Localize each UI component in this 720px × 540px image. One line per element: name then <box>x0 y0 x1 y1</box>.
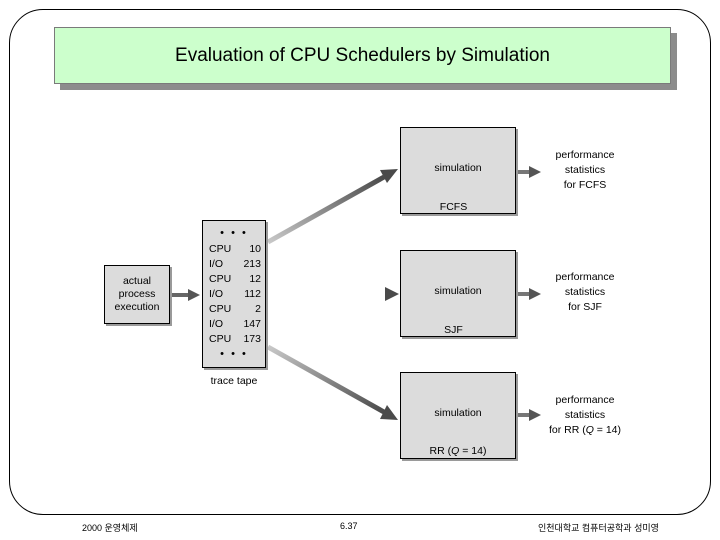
rr-suffix: = 14) <box>459 445 487 457</box>
actual-process-label: actual process execution <box>114 275 160 313</box>
tape-row: CPU 10 <box>209 243 261 255</box>
arrow-tape-to-sjf <box>268 287 399 301</box>
arrow-tape-to-fcfs <box>266 169 398 245</box>
footer-page-number: 6.37 <box>340 521 358 531</box>
tape-row-value: 12 <box>249 273 261 285</box>
arrow-rr-to-stats <box>516 409 541 421</box>
tape-row: CPU 2 <box>209 303 261 315</box>
tape-row-label: CPU <box>209 333 232 345</box>
slide-title: Evaluation of CPU Schedulers by Simulati… <box>175 44 550 66</box>
slide-frame <box>9 9 711 515</box>
tape-row-value: 10 <box>249 243 261 255</box>
arrow-actual-to-tape <box>172 289 200 301</box>
arrow-tape-to-rr <box>266 344 398 420</box>
tape-dots-top: • • • <box>220 227 248 239</box>
simulation-label: simulation <box>434 407 482 419</box>
algorithm-label-rr: RR (Q = 14) <box>409 445 507 457</box>
trace-tape-label: trace tape <box>210 375 258 387</box>
tape-row-label: CPU <box>209 243 232 255</box>
tape-row-label: CPU <box>209 303 232 315</box>
trace-tape-box: • • • CPU 10 I/O 213 CPU 12 I/O 112 CPU … <box>202 220 266 368</box>
rr-prefix: RR ( <box>429 445 452 457</box>
tape-row-value: 2 <box>255 303 261 315</box>
tape-row: I/O 112 <box>209 288 261 300</box>
simulation-box-rr: simulation RR (Q = 14) <box>400 372 516 459</box>
tape-row: CPU 173 <box>209 333 261 345</box>
performance-q: Q <box>585 424 594 436</box>
performance-stats-fcfs: performance statistics for FCFS <box>555 149 615 191</box>
performance-main: performance statistics <box>555 394 615 421</box>
performance-prefix: for RR ( <box>548 424 586 436</box>
simulation-label: simulation <box>434 162 482 174</box>
footer-right: 인천대학교 컴퓨터공학과 성미영 <box>538 523 659 533</box>
arrow-sjf-to-stats <box>516 288 541 300</box>
arrow-fcfs-to-stats <box>516 166 541 178</box>
tape-row-label: CPU <box>209 273 232 285</box>
tape-row-value: 112 <box>244 288 261 300</box>
performance-stats-rr: performance statistics for RR (Q = 14) <box>530 393 640 438</box>
simulation-box-fcfs: simulation FCFS <box>400 127 516 214</box>
rr-q: Q <box>451 445 460 457</box>
simulation-label: simulation <box>434 285 482 297</box>
performance-stats-sjf: performance statistics for SJF <box>555 271 615 313</box>
tape-row-value: 173 <box>243 333 261 345</box>
title-box: Evaluation of CPU Schedulers by Simulati… <box>54 27 671 84</box>
tape-row-value: 213 <box>243 258 261 270</box>
algorithm-label-fcfs: FCFS <box>439 201 468 213</box>
tape-row: I/O 213 <box>209 258 261 270</box>
tape-dots-bottom: • • • <box>220 348 248 360</box>
tape-row-label: I/O <box>209 318 224 330</box>
footer-left: 2000 운영체제 <box>82 523 138 533</box>
simulation-box-sjf: simulation SJF <box>400 250 516 337</box>
performance-suffix: = 14) <box>593 424 622 436</box>
algorithm-label-sjf: SJF <box>444 324 463 336</box>
tape-row-label: I/O <box>209 288 224 300</box>
actual-process-box: actual process execution <box>104 265 170 324</box>
tape-row-value: 147 <box>243 318 261 330</box>
tape-row: CPU 12 <box>209 273 261 285</box>
tape-row: I/O 147 <box>209 318 261 330</box>
tape-row-label: I/O <box>209 258 224 270</box>
